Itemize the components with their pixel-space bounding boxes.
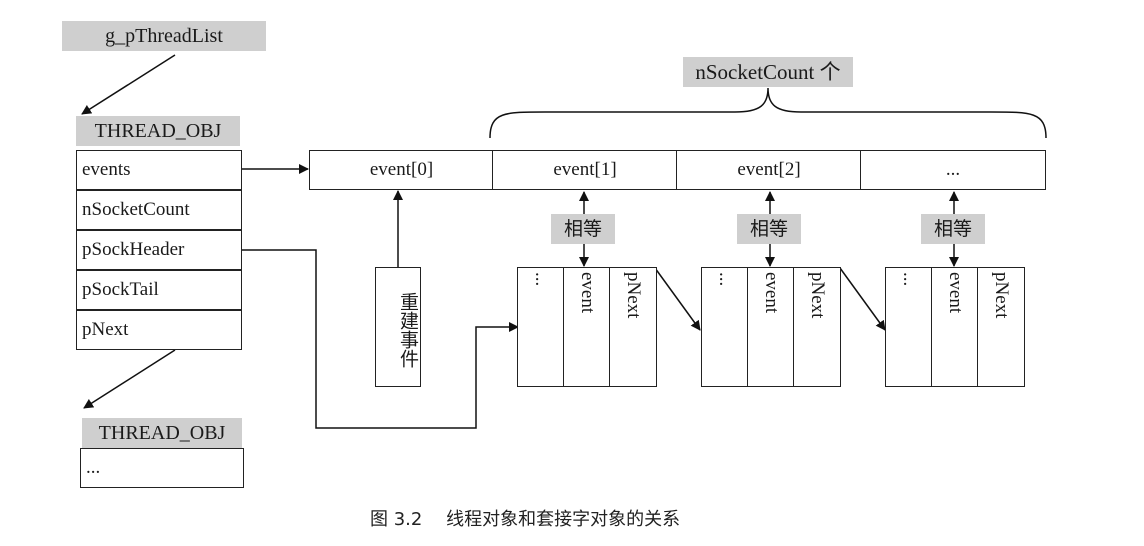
socket-node-1-event: event <box>577 272 598 314</box>
equal-tag-3: 相等 <box>921 214 985 244</box>
socket-node-3-pnext: pNext <box>991 272 1012 319</box>
socket-node-1-pnext-cell: pNext <box>609 267 657 387</box>
thread-field-pnext: pNext <box>76 310 242 350</box>
equal-tag-1: 相等 <box>551 214 615 244</box>
socket-node-1-dots: ... <box>531 272 552 287</box>
thread-obj-title: THREAD_OBJ <box>76 116 240 146</box>
socket-node-2-event-cell: event <box>747 267 795 387</box>
figure-number: 图 3.2 <box>370 509 423 530</box>
figure-caption-text: 线程对象和套接字对象的关系 <box>446 509 681 530</box>
equal-tag-2: 相等 <box>737 214 801 244</box>
thread-field-events: events <box>76 150 242 190</box>
socket-node-1-event-cell: event <box>563 267 611 387</box>
node-link-1 <box>654 267 701 331</box>
event-cell-2: event[2] <box>676 150 862 190</box>
next-thread-obj-title: THREAD_OBJ <box>82 418 242 448</box>
socket-node-2-dots-cell: ... <box>701 267 749 387</box>
socket-count-label: nSocketCount 个 <box>683 57 853 87</box>
event-cell-0: event[0] <box>309 150 494 190</box>
socket-node-2-pnext: pNext <box>807 272 828 319</box>
socket-node-3-pnext-cell: pNext <box>977 267 1025 387</box>
socket-node-1-pnext: pNext <box>623 272 644 319</box>
socket-node-3-event-cell: event <box>931 267 979 387</box>
socket-node-2-dots: ... <box>715 272 736 287</box>
socket-node-1-dots-cell: ... <box>517 267 565 387</box>
figure-caption: 图 3.2 线程对象和套接字对象的关系 <box>370 505 680 531</box>
socket-node-2-event: event <box>761 272 782 314</box>
event-cell-ellipsis: ... <box>860 150 1046 190</box>
thread-field-psockheader: pSockHeader <box>76 230 242 270</box>
socket-node-3-event: event <box>945 272 966 314</box>
pnext-thread-arrow <box>83 349 176 409</box>
socket-node-3-dots-cell: ... <box>885 267 933 387</box>
list-head-arrow <box>81 54 176 115</box>
socket-node-2-pnext-cell: pNext <box>793 267 841 387</box>
count-brace <box>489 87 1047 139</box>
rebuild-events-box: 重建事件 <box>375 267 421 387</box>
socket-node-3-dots: ... <box>899 272 920 287</box>
next-thread-obj-body: ... <box>80 448 244 488</box>
thread-field-nsocketcount: nSocketCount <box>76 190 242 230</box>
thread-list-head-label: g_pThreadList <box>62 21 266 51</box>
node-link-2 <box>839 267 886 331</box>
event-cell-1: event[1] <box>492 150 678 190</box>
thread-field-psocktail: pSockTail <box>76 270 242 310</box>
